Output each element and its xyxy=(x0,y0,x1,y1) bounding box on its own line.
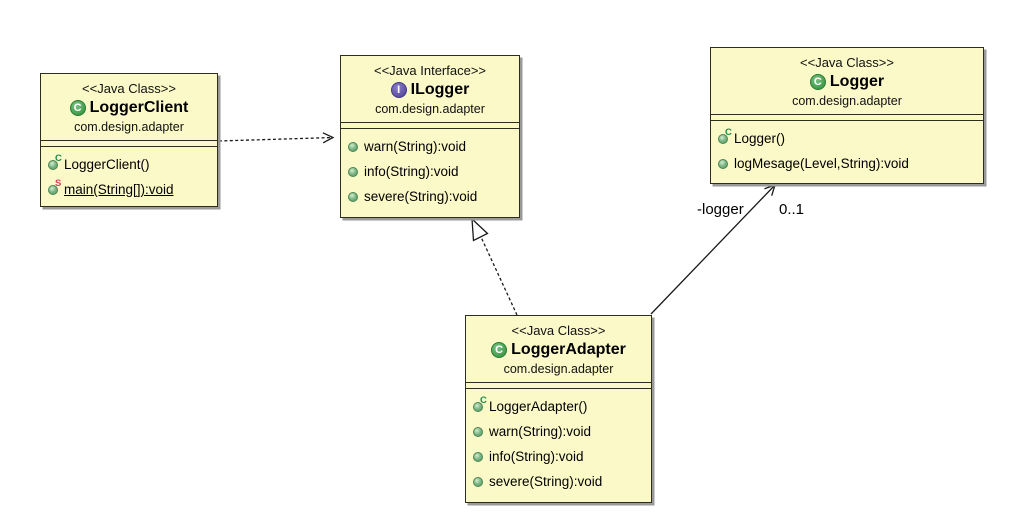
stereotype-label: <<Java Class>> xyxy=(82,81,176,96)
method-label: info(String):void xyxy=(364,164,459,179)
stereotype-label: <<Java Class>> xyxy=(511,323,606,338)
public-method-icon: C xyxy=(718,127,732,144)
public-method-icon xyxy=(473,451,483,462)
public-method-icon xyxy=(348,141,358,152)
public-method-icon: C xyxy=(473,395,487,412)
method-label: severe(String):void xyxy=(364,189,478,204)
method-label: warn(String):void xyxy=(364,139,467,154)
class-box-loggeradapter: <<Java Class>> C LoggerAdapter com.desig… xyxy=(465,315,652,503)
static-marker: S xyxy=(55,177,62,189)
realization-hollow-triangle xyxy=(471,217,489,242)
public-method-icon xyxy=(473,476,483,487)
methods-compartment: C LoggerClient() S main(String[]):void xyxy=(41,147,217,202)
interface-box-ilogger: <<Java Interface>> I ILogger com.design.… xyxy=(340,55,520,218)
method-row: severe(String):void xyxy=(348,184,512,209)
method-row: logMesage(Level,String):void xyxy=(718,151,976,176)
attributes-compartment xyxy=(711,115,983,121)
constructor-marker: C xyxy=(480,394,487,406)
method-row: warn(String):void xyxy=(473,419,644,444)
attributes-compartment xyxy=(41,141,217,147)
methods-compartment: C LoggerAdapter() warn(String):void info… xyxy=(466,389,651,494)
method-row: info(String):void xyxy=(348,159,512,184)
method-row: C LoggerClient() xyxy=(48,152,210,177)
constructor-marker: C xyxy=(55,152,62,164)
class-name: LoggerClient xyxy=(89,99,189,116)
class-header: <<Java Interface>> I ILogger com.design.… xyxy=(341,56,519,123)
class-box-logger: <<Java Class>> C Logger com.design.adapt… xyxy=(710,47,984,184)
interface-name: ILogger xyxy=(410,81,470,98)
method-row: warn(String):void xyxy=(348,134,512,159)
public-method-icon xyxy=(718,158,728,169)
class-icon: C xyxy=(491,342,508,358)
constructor-marker: C xyxy=(725,126,732,138)
method-row: C LoggerAdapter() xyxy=(473,394,644,419)
method-label: LoggerAdapter() xyxy=(489,399,588,414)
stereotype-label: <<Java Class>> xyxy=(800,55,894,70)
dependency-arrow-loggerclient-to-ilogger xyxy=(218,132,335,144)
method-label: severe(String):void xyxy=(489,474,603,489)
attributes-compartment xyxy=(466,383,651,389)
association-multiplicity-label: 0..1 xyxy=(779,201,805,218)
public-method-icon: C xyxy=(48,153,62,170)
attributes-compartment xyxy=(341,123,519,129)
class-name: Logger xyxy=(829,73,885,90)
class-icon: C xyxy=(69,100,86,116)
method-label: Logger() xyxy=(734,131,786,146)
method-label: logMesage(Level,String):void xyxy=(734,156,909,171)
methods-compartment: warn(String):void info(String):void seve… xyxy=(341,129,519,209)
package-label: com.design.adapter xyxy=(74,120,184,134)
class-header: <<Java Class>> C Logger com.design.adapt… xyxy=(711,48,983,115)
public-method-icon xyxy=(348,166,358,177)
public-method-icon xyxy=(348,191,358,202)
class-box-loggerclient: <<Java Class>> C LoggerClient com.design… xyxy=(40,73,218,207)
public-method-icon xyxy=(473,426,483,437)
package-label: com.design.adapter xyxy=(792,94,902,108)
method-label: main(String[]):void xyxy=(64,182,174,197)
method-label: info(String):void xyxy=(489,449,584,464)
package-label: com.design.adapter xyxy=(375,102,485,116)
stereotype-label: <<Java Interface>> xyxy=(373,63,487,78)
methods-compartment: C Logger() logMesage(Level,String):void xyxy=(711,121,983,176)
class-header: <<Java Class>> C LoggerAdapter com.desig… xyxy=(466,316,651,383)
class-icon: C xyxy=(809,74,826,90)
class-name: LoggerAdapter xyxy=(511,341,626,358)
package-label: com.design.adapter xyxy=(503,362,614,376)
method-label: warn(String):void xyxy=(489,424,592,439)
method-label: LoggerClient() xyxy=(64,157,150,172)
method-row: C Logger() xyxy=(718,126,976,151)
realization-line-loggeradapter-to-ilogger xyxy=(480,236,518,316)
method-row: S main(String[]):void xyxy=(48,177,210,202)
public-method-icon: S xyxy=(48,178,61,195)
interface-icon: I xyxy=(390,82,407,98)
method-row: severe(String):void xyxy=(473,469,644,494)
method-row: info(String):void xyxy=(473,444,644,469)
association-role-label: -logger xyxy=(697,201,744,218)
class-header: <<Java Class>> C LoggerClient com.design… xyxy=(41,74,217,141)
